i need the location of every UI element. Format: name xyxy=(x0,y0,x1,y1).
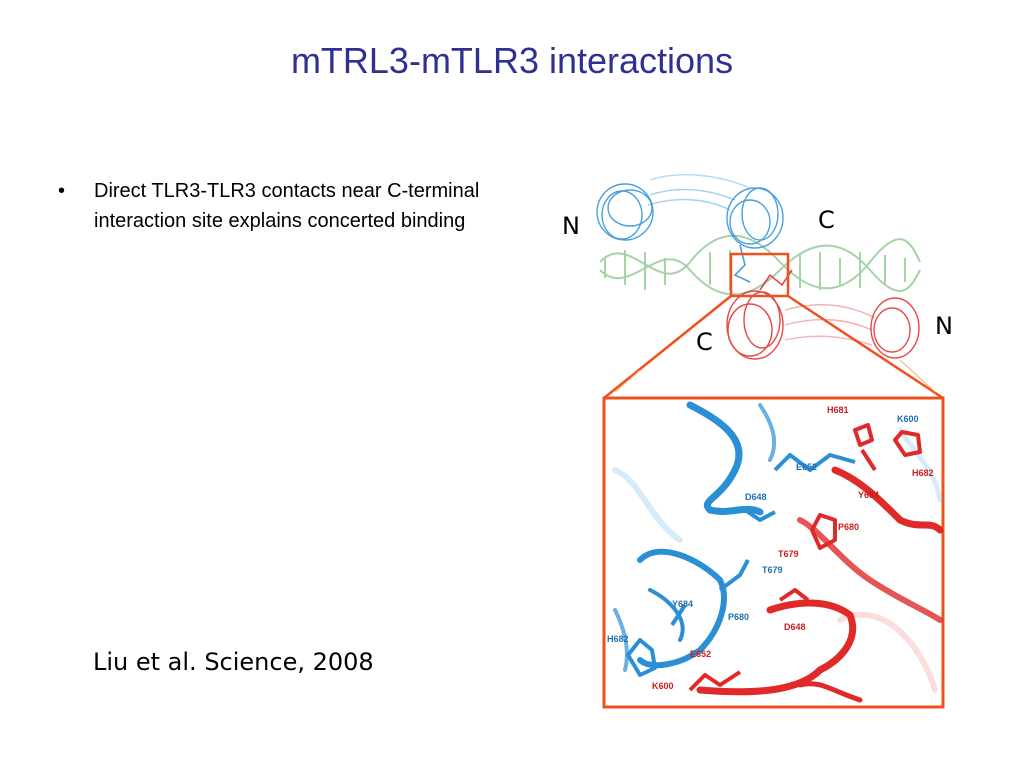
blue-ribbon xyxy=(613,401,777,672)
residue-label-blue: P680 xyxy=(728,612,749,622)
bullet-list: • Direct TLR3-TLR3 contacts near C-termi… xyxy=(58,176,518,236)
residue-label-blue: E652 xyxy=(796,462,817,472)
slide-title: mTRL3-mTLR3 interactions xyxy=(290,40,734,81)
label-blue-c: C xyxy=(818,206,835,234)
residue-label-red: D648 xyxy=(784,622,806,632)
bullet-item: • Direct TLR3-TLR3 contacts near C-termi… xyxy=(58,176,518,236)
residue-label-blue: D648 xyxy=(745,492,767,502)
residue-label-red: K600 xyxy=(652,681,674,691)
residue-label-red: T679 xyxy=(778,549,799,559)
residue-label-red: E652 xyxy=(690,649,711,659)
label-blue-n: N xyxy=(562,212,580,240)
citation: Liu et al. Science, 2008 xyxy=(93,648,374,676)
overview-structure: N C C N xyxy=(562,174,953,400)
highlight-box xyxy=(729,252,790,298)
residue-label-blue: T679 xyxy=(762,565,783,575)
residue-label-blue: K600 xyxy=(897,414,919,424)
dna-helix xyxy=(599,234,921,296)
label-red-c: C xyxy=(696,328,713,356)
label-red-n: N xyxy=(935,312,953,340)
residue-label-red: P680 xyxy=(838,522,859,532)
red-ribbon xyxy=(696,466,944,703)
residue-label-blue: H682 xyxy=(607,634,629,644)
bullet-marker: • xyxy=(58,180,66,202)
blue-tlr3-chain xyxy=(596,174,784,283)
red-tlr3-chain xyxy=(726,269,920,360)
residue-label-red: Y684 xyxy=(858,490,879,500)
residue-label-red: H681 xyxy=(827,405,849,415)
residue-label-blue: Y684 xyxy=(672,599,693,609)
detail-panel: H681 H682 Y684 P680 T679 D648 E652 K600 … xyxy=(602,396,945,709)
bullet-text: Direct TLR3-TLR3 contacts near C-termina… xyxy=(94,180,480,232)
connector-line-left xyxy=(603,295,732,399)
residue-label-red: H682 xyxy=(912,468,934,478)
connector-line-right xyxy=(787,294,944,400)
